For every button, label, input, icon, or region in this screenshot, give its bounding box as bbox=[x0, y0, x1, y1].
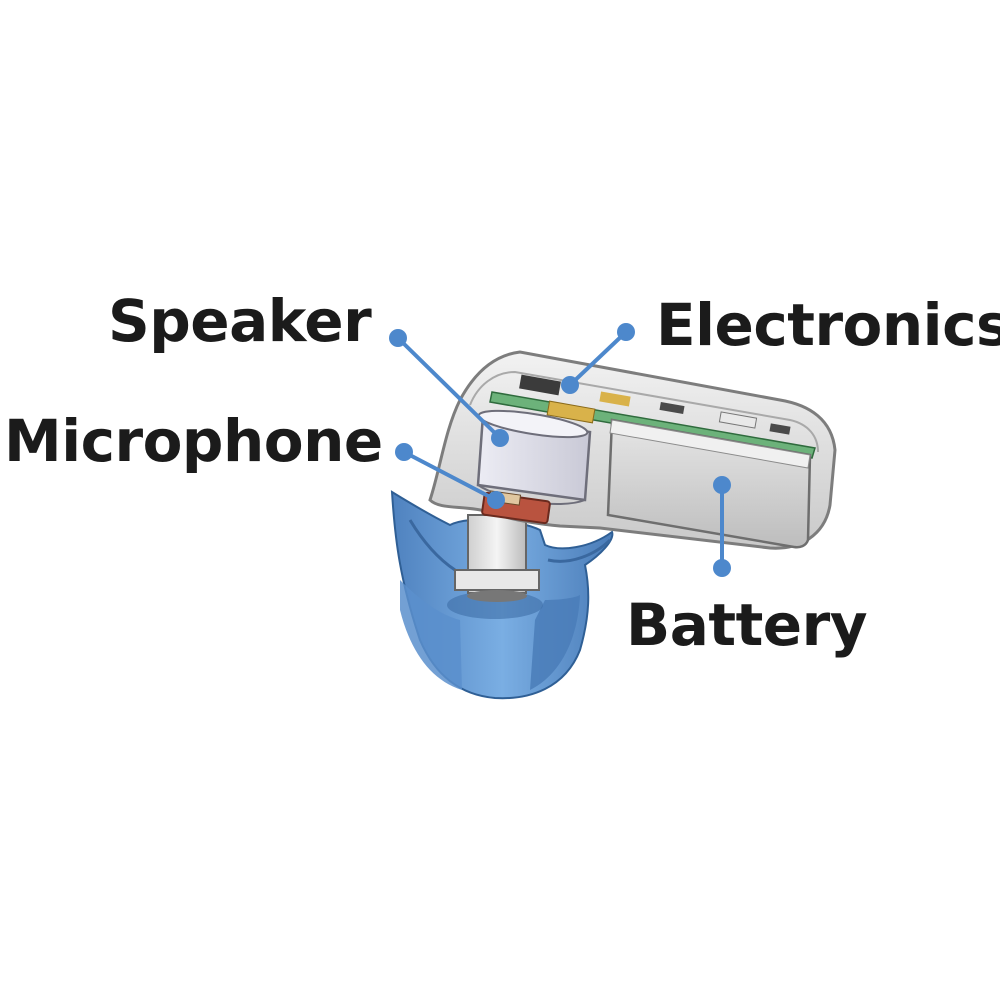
callout-microphone bbox=[395, 443, 505, 509]
label-battery: Battery bbox=[626, 591, 868, 659]
callout-speaker bbox=[389, 329, 509, 447]
label-electronics: Electronics bbox=[656, 291, 1000, 359]
battery-cell bbox=[606, 418, 812, 549]
label-speaker: Speaker bbox=[108, 287, 372, 355]
nozzle bbox=[454, 514, 540, 602]
callout-electronics bbox=[561, 323, 635, 394]
label-microphone: Microphone bbox=[4, 407, 383, 475]
callout-battery bbox=[713, 476, 731, 577]
